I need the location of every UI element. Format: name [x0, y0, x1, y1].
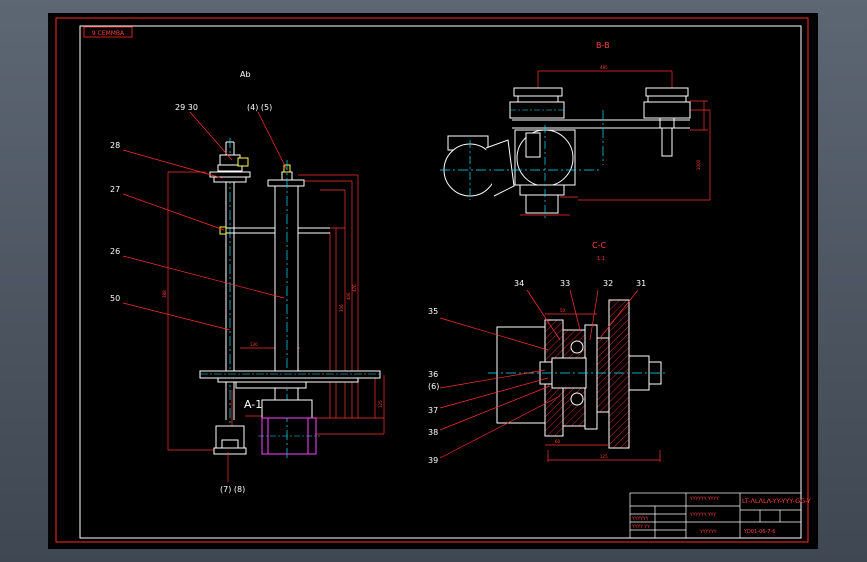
part-label-34: 34: [514, 279, 524, 288]
outer-border: [55, 17, 809, 543]
part-label-6: (6): [428, 382, 439, 391]
title-block-text: LT-ɅLɅLɅ-YY-YYY-GG-Y YD01-06-7-6 YYYYYY …: [631, 496, 811, 535]
part-label-50: 50: [110, 294, 120, 303]
main-labels: Ab 29 30 (4) (5) 28 27 26 50 (7) (8) A-1: [110, 70, 272, 494]
svg-text:485: 485: [600, 65, 608, 70]
bb-motor: [440, 125, 600, 220]
bb-right-pulley: [643, 87, 691, 157]
svg-text:388: 388: [162, 290, 167, 298]
svg-text:306: 306: [339, 304, 344, 312]
svg-text:130: 130: [250, 342, 258, 347]
part-label-26: 26: [110, 247, 120, 256]
main-view: 388 306 406 476 125 130: [162, 138, 385, 458]
title-block-row4: YYYY YY: [631, 524, 650, 530]
bb-dimensions: [520, 70, 711, 216]
corner-stamp-text: 9 CEMMBA: [92, 30, 125, 37]
view-label-main: Ab: [240, 70, 251, 79]
section-bb-view: B-B 485 1000: [440, 41, 711, 220]
part-label-37: 37: [428, 406, 438, 415]
title-block-row3: YYYYYY: [631, 516, 649, 522]
section-cc-view: C-C 1:1: [488, 241, 668, 462]
part-label-36: 36: [428, 370, 438, 379]
title-block-row2: YYYYYY YYY: [689, 512, 716, 518]
svg-text:125: 125: [378, 400, 383, 408]
marker-a1: A-1: [244, 398, 262, 411]
cc-dimensions: [545, 313, 661, 462]
drawing-sheet: [48, 13, 818, 549]
cc-leaders: [439, 289, 639, 459]
title-block-row1: YYYYYY YYYY: [689, 496, 719, 502]
part-label-35: 35: [428, 307, 438, 316]
top-bracket: [209, 154, 251, 183]
title-block-company: YYYYYY: [699, 529, 717, 535]
svg-text:1000: 1000: [696, 159, 701, 170]
part-label-4-5: (4) (5): [247, 103, 272, 112]
inner-border: [79, 25, 802, 539]
part-label-29-30: 29 30: [175, 103, 198, 112]
cc-labels: 34 33 32 31 35 36 (6) 37 38 39: [428, 279, 646, 465]
title-block-drawing-code: YD01-06-7-6: [743, 529, 775, 535]
svg-text:50: 50: [560, 308, 566, 313]
svg-text:476: 476: [352, 284, 357, 292]
cc-housing: [496, 299, 662, 449]
bb-left-pulley: [509, 87, 565, 119]
part-label-28: 28: [110, 141, 120, 150]
svg-text:60: 60: [555, 439, 561, 444]
part-label-38: 38: [428, 428, 438, 437]
bottom-clamp: [213, 425, 247, 455]
part-label-39: 39: [428, 456, 438, 465]
part-label-7-8: (7) (8): [220, 485, 245, 494]
part-label-32: 32: [603, 279, 613, 288]
title-block: [629, 492, 802, 539]
part-label-33: 33: [560, 279, 570, 288]
title-block-title: LT-ɅLɅLɅ-YY-YYY-GG-Y: [742, 497, 811, 505]
main-dimension-text: 388 306 406 476 125 130: [162, 284, 383, 408]
view-label-bb: B-B: [596, 41, 610, 50]
main-leaders: [122, 111, 288, 482]
view-label-cc-scale: 1:1: [597, 256, 605, 262]
view-label-cc: C-C: [592, 241, 606, 250]
part-label-27: 27: [110, 185, 120, 194]
corner-stamp: 9 CEMMBA: [83, 26, 133, 38]
base-plate: [199, 370, 381, 389]
svg-text:406: 406: [346, 292, 351, 300]
part-label-31: 31: [636, 279, 646, 288]
svg-text:125: 125: [600, 454, 608, 459]
lower-block: [258, 399, 320, 455]
